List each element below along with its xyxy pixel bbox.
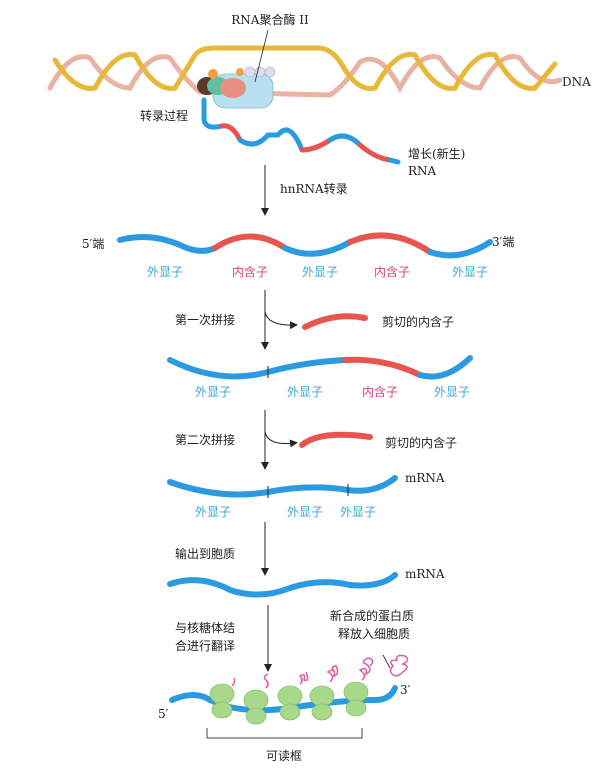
mrna-label: mRNA [405, 471, 445, 485]
dna-helix [47, 45, 563, 98]
nascent-proteins [231, 654, 409, 689]
ribosome [209, 683, 235, 719]
five-prime-label: 5′ [158, 707, 169, 721]
excised-intron-1 [302, 313, 368, 330]
protein-label-2: 释放入细胞质 [338, 626, 410, 641]
nascent-rna [201, 97, 401, 165]
hnrna-strand [117, 232, 493, 259]
exon-label: 外显子 [340, 505, 376, 519]
exon-label: 外显子 [434, 385, 470, 399]
excised-intron-label-2: 剪切的内含子 [385, 435, 457, 450]
excision-arrow [264, 431, 298, 448]
dna-label: DNA [562, 75, 591, 89]
step-translate-2: 合进行翻译 [175, 638, 235, 653]
ribosome [243, 689, 269, 725]
partially-spliced-rna [167, 355, 473, 380]
exon-label: 外显子 [302, 265, 338, 279]
three-prime-label: 3′ [400, 683, 411, 697]
excision-arrow [264, 311, 298, 330]
exon-label: 外显子 [195, 505, 231, 519]
mature-mrna [167, 475, 398, 498]
orf-label: 可读框 [266, 749, 302, 763]
cytoplasmic-mrna [167, 572, 398, 598]
protein-leader-line [382, 654, 391, 669]
row1-five-prime: 5′端 [82, 237, 104, 251]
step-second-splice: 第二次拼接 [175, 432, 235, 447]
orf-bracket [206, 728, 363, 739]
step-first-splice: 第一次拼接 [175, 312, 235, 327]
step-export: 输出到胞质 [175, 546, 235, 561]
protein-label-1: 新合成的蛋白质 [330, 608, 414, 623]
rna-polymerase-ii [197, 66, 276, 109]
step-hnrna: hnRNA转录 [280, 181, 348, 196]
ribosomes [209, 681, 369, 725]
intron-label: 内含子 [232, 264, 268, 279]
transcription-label: 转录过程 [140, 108, 188, 123]
polymerase-label: RNA聚合酶 II [231, 12, 309, 27]
excised-intron-2 [299, 431, 373, 448]
nascent-rna-label-2: RNA [408, 164, 437, 178]
intron-label: 内含子 [374, 264, 410, 279]
ribosome [343, 681, 369, 717]
row1-three-prime: 3′端 [492, 235, 514, 249]
mrna-label-cytoplasm: mRNA [405, 567, 445, 581]
excised-intron-label-1: 剪切的内含子 [382, 314, 454, 329]
ribosome [277, 685, 303, 721]
step-translate-1: 与核糖体结 [175, 620, 235, 635]
intron-label: 内含子 [362, 384, 398, 399]
exon-label: 外显子 [195, 385, 231, 399]
ribosome [309, 685, 335, 721]
exon-label: 外显子 [452, 265, 488, 279]
exon-label: 外显子 [287, 385, 323, 399]
exon-label: 外显子 [287, 505, 323, 519]
polymerase-leader-line [254, 29, 269, 83]
exon-label: 外显子 [147, 265, 183, 279]
nascent-rna-label-1: 增长(新生) [408, 146, 465, 161]
